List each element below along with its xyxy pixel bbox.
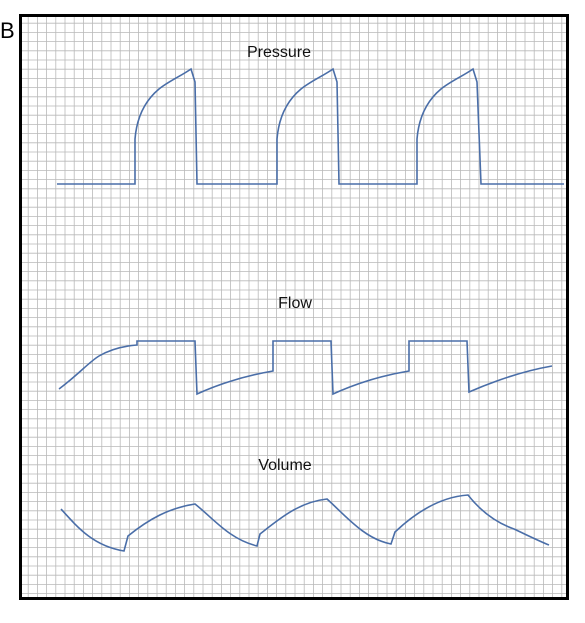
- volume-trace: [60, 494, 550, 552]
- flow-label: Flow: [278, 295, 312, 312]
- flow-trace: [58, 340, 553, 396]
- pressure-trace: [57, 67, 564, 185]
- pressure-label: Pressure: [247, 44, 311, 61]
- waveform-canvas: Pressure Flow Volume: [19, 14, 569, 600]
- waveform-panel: Pressure Flow Volume: [19, 14, 569, 600]
- panel-label: B: [0, 18, 15, 43]
- volume-label: Volume: [258, 457, 311, 474]
- panel-frame: [19, 14, 569, 600]
